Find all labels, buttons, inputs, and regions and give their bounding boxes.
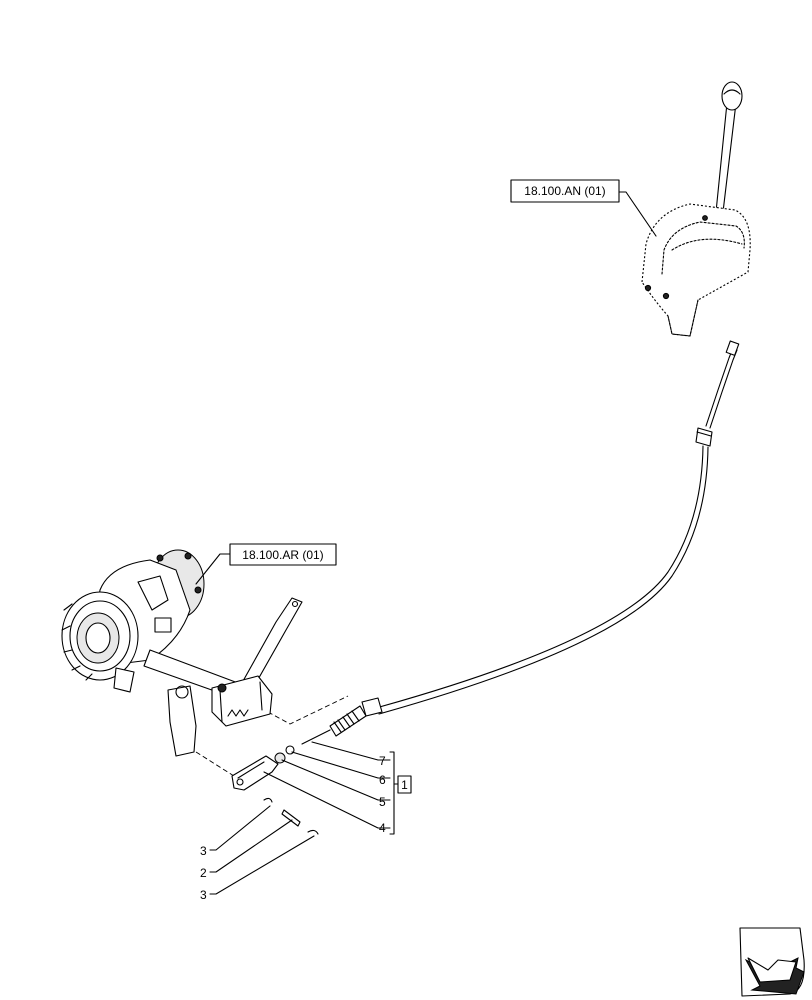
part-clevis[interactable] [231, 755, 279, 791]
callout-group-1: 1 [397, 775, 412, 794]
callout-6: 6 [379, 773, 386, 787]
callout-2: 2 [200, 866, 207, 880]
shift-lever-assembly [641, 81, 751, 337]
bolt-icon [184, 552, 192, 560]
reference-box-lever[interactable]: 18.100.AN (01) [510, 179, 620, 203]
callout-5: 5 [379, 795, 386, 809]
part-pin[interactable] [281, 809, 301, 827]
nut-icon [217, 683, 227, 693]
part-clip-upper[interactable] [263, 797, 273, 803]
housing-assembly [61, 549, 303, 757]
bolt-icon [662, 292, 670, 300]
alignment-line [267, 695, 349, 725]
callout-3-upper: 3 [200, 844, 207, 858]
bolt-icon [194, 586, 202, 594]
callout-4: 4 [379, 821, 386, 835]
callout-7: 7 [379, 754, 386, 768]
bolt-icon [702, 215, 708, 221]
part-nut[interactable] [274, 752, 286, 764]
bolt-icon [156, 554, 164, 562]
control-cable [301, 340, 740, 745]
bolt-icon [644, 284, 652, 292]
callout-group-label: 1 [401, 778, 408, 792]
reference-label-lever: 18.100.AN (01) [524, 184, 605, 198]
reference-box-housing[interactable]: 18.100.AR (01) [229, 543, 337, 566]
next-page-arrow-icon[interactable] [739, 927, 805, 997]
reference-label-housing: 18.100.AR (01) [242, 548, 323, 562]
callout-3-lower: 3 [200, 888, 207, 902]
callout-leaders [209, 741, 399, 895]
alignment-line [195, 751, 235, 777]
part-clip-lower[interactable] [307, 829, 319, 835]
